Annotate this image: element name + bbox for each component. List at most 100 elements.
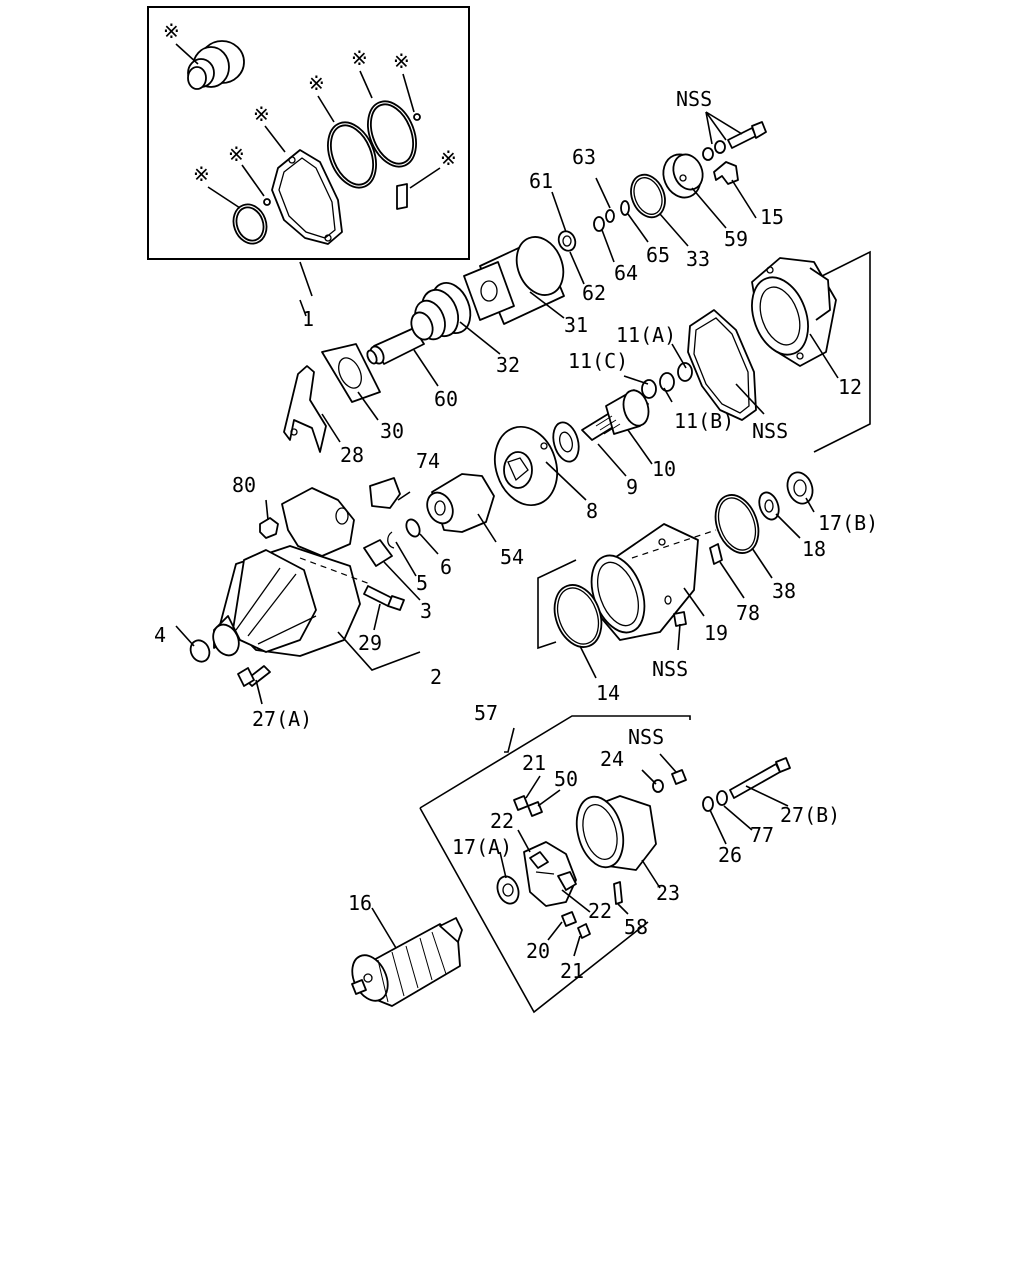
part-18-washer — [758, 491, 780, 521]
part-22-brush-holder — [523, 841, 577, 907]
label-16: 16 — [348, 891, 372, 915]
leader-lines — [175, 111, 839, 957]
part-9-bearing — [552, 421, 580, 463]
part-30-plate — [321, 343, 381, 403]
label-27b: 27(B) — [780, 803, 840, 827]
label-1: 1 — [302, 307, 314, 331]
label-nss: NSS — [752, 419, 788, 443]
label-12: 12 — [838, 375, 862, 399]
label-38: 38 — [772, 579, 796, 603]
part-21-spring-bottom — [577, 923, 591, 939]
label-3: 3 — [420, 599, 432, 623]
label-24: 24 — [600, 747, 624, 771]
label-18: 18 — [802, 537, 826, 561]
part-2-drive-housing — [212, 487, 371, 657]
part-15-link — [713, 161, 739, 185]
part-5-snap-ring — [387, 531, 395, 549]
kit-mark: ※ — [308, 71, 325, 95]
label-64: 64 — [614, 261, 638, 285]
label-15: 15 — [760, 205, 784, 229]
nss-gasket — [687, 309, 757, 421]
label-11b: 11(B) — [674, 409, 734, 433]
label-29: 29 — [358, 631, 382, 655]
label-11c: 11(C) — [568, 349, 628, 373]
label-78: 78 — [736, 601, 760, 625]
part-26-washer — [702, 796, 714, 812]
label-31: 31 — [564, 313, 588, 337]
label-6: 6 — [440, 555, 452, 579]
label-61: 61 — [529, 169, 553, 193]
label-63: 63 — [572, 145, 596, 169]
label-62: 62 — [582, 281, 606, 305]
kit-mark: ※ — [163, 19, 180, 43]
label-59: 59 — [724, 227, 748, 251]
label-17a: 17(A) — [452, 835, 512, 859]
part-61-62-nut — [557, 230, 577, 252]
label-21: 21 — [522, 751, 546, 775]
label-57: 57 — [474, 701, 498, 725]
label-22: 22 — [588, 899, 612, 923]
part-23-rear-cover — [575, 795, 657, 871]
kit-mark: ※ — [253, 102, 270, 126]
part-77-washer — [716, 790, 728, 806]
kit-pin — [396, 183, 408, 210]
part-29-bolt — [363, 585, 405, 611]
part-14-o-ring — [553, 584, 603, 648]
part-11a-washer — [677, 362, 693, 382]
part-labels: NSS 63 61 15 59 33 65 64 62 1 31 11(A) 1… — [154, 87, 878, 983]
part-78-bolt — [709, 543, 723, 565]
label-22: 22 — [490, 809, 514, 833]
part-31-solenoid-body — [463, 236, 565, 325]
part-28-shift-lever — [283, 365, 327, 453]
part-17b-bearing — [786, 471, 814, 505]
label-4: 4 — [154, 623, 166, 647]
part-8-center-bracket — [494, 425, 558, 507]
part-11b-washer — [659, 372, 675, 392]
label-58: 58 — [624, 915, 648, 939]
label-8: 8 — [586, 499, 598, 523]
label-nss: NSS — [628, 725, 664, 749]
part-17a-bearing — [496, 875, 520, 905]
label-54: 54 — [500, 545, 524, 569]
label-17b: 17(B) — [818, 511, 878, 535]
part-20-brush — [561, 911, 577, 927]
part-59-cap — [662, 153, 704, 199]
part-38-o-ring — [714, 494, 760, 554]
label-nss: NSS — [652, 657, 688, 681]
label-30: 30 — [380, 419, 404, 443]
kit-boot — [187, 40, 245, 90]
part-4-plug — [189, 639, 211, 663]
part-16-armature — [351, 917, 463, 1007]
part-6-washer — [405, 518, 421, 538]
nss-screw — [673, 611, 687, 627]
part-80-nut — [259, 517, 279, 539]
label-20: 20 — [526, 939, 550, 963]
label-9: 9 — [626, 475, 638, 499]
kit-mark: ※ — [351, 46, 368, 70]
part-27a-bolt — [237, 665, 271, 687]
bracket-57 — [419, 715, 691, 809]
label-14: 14 — [596, 681, 620, 705]
kit-ball — [263, 198, 271, 206]
part-21-spring-top — [513, 795, 529, 811]
part-12-gear-case — [751, 257, 837, 367]
label-26: 26 — [718, 843, 742, 867]
label-60: 60 — [434, 387, 458, 411]
label-23: 23 — [656, 881, 680, 905]
label-65: 65 — [646, 243, 670, 267]
part-32-boot — [410, 282, 472, 341]
kit-mark: ※ — [440, 146, 457, 170]
label-19: 19 — [704, 621, 728, 645]
part-54-pinion — [426, 473, 495, 533]
part-64-washer — [593, 216, 605, 232]
label-21: 21 — [560, 959, 584, 983]
kit-mark: ※ — [193, 162, 210, 186]
nss-nut — [671, 769, 687, 785]
label-32: 32 — [496, 353, 520, 377]
part-65-ring — [620, 200, 630, 216]
part-11c-washer — [641, 379, 657, 399]
label-5: 5 — [416, 571, 428, 595]
label-2: 2 — [430, 665, 442, 689]
part-10-gear-shaft — [581, 389, 650, 441]
label-50: 50 — [554, 767, 578, 791]
